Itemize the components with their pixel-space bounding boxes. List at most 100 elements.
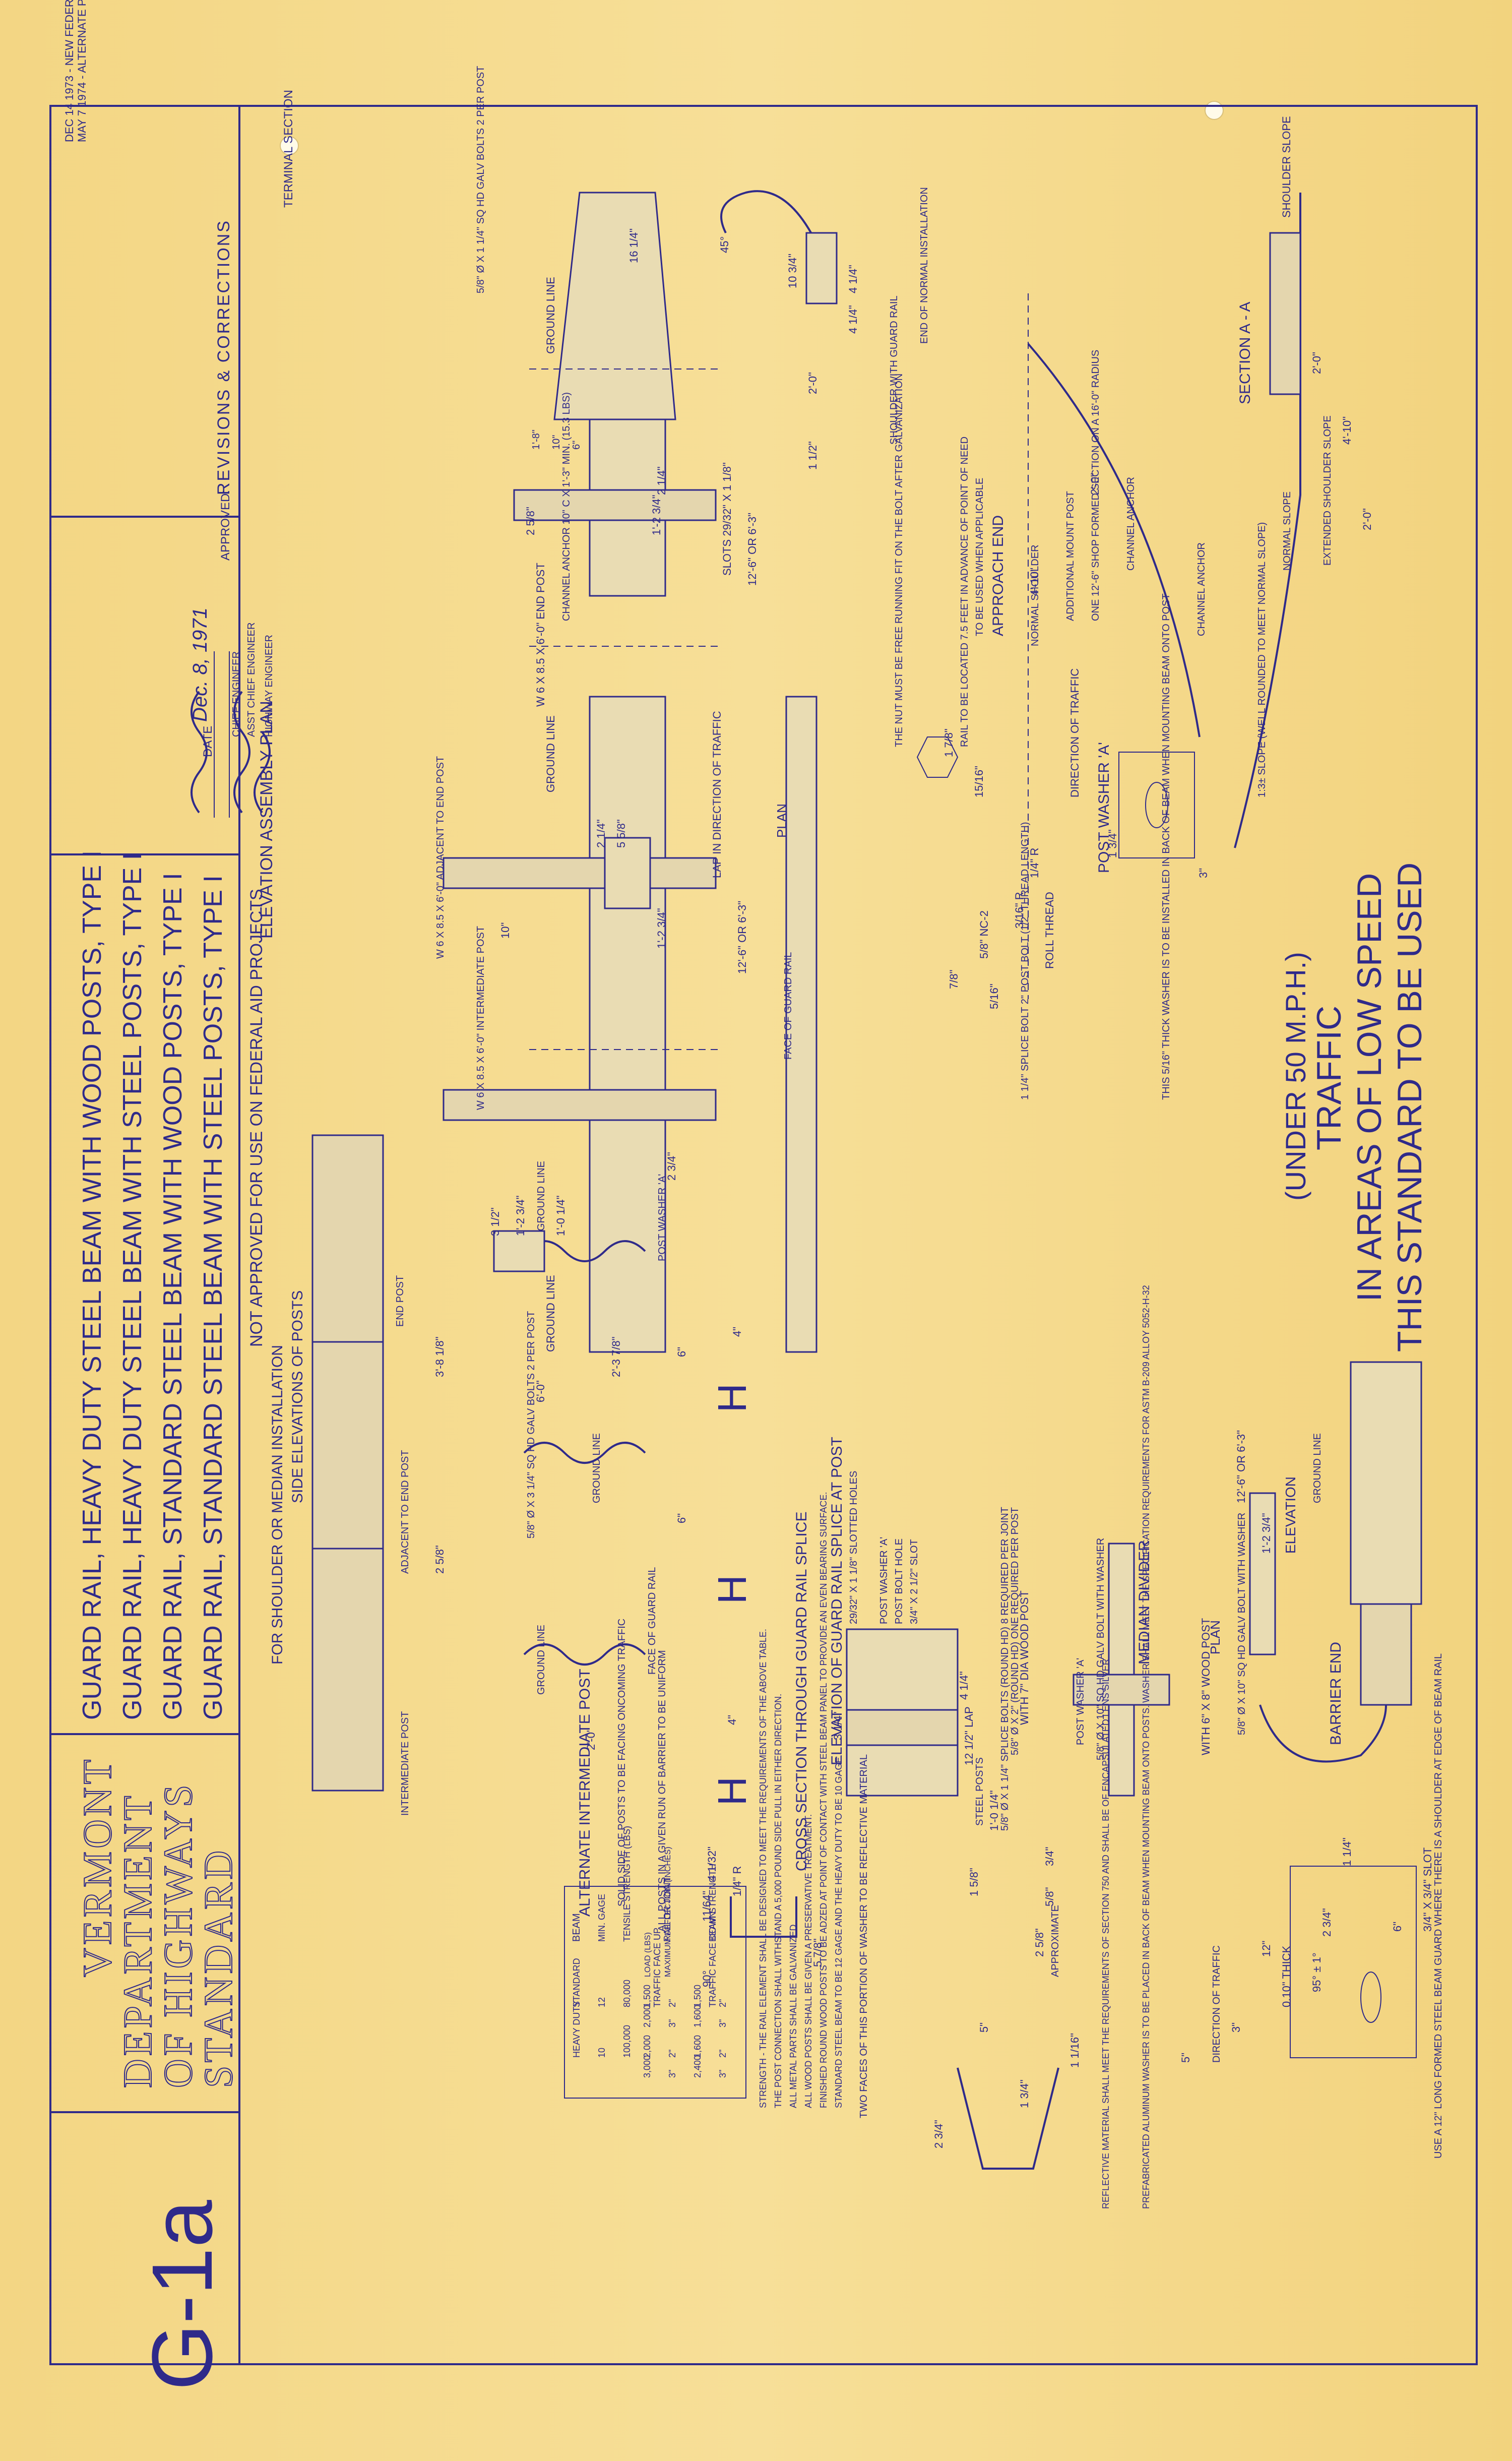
splice-steel-posts: STEEL POSTS [974, 1757, 985, 1826]
strength-table [564, 1886, 746, 2099]
barrier-dim-12-6: 12'-6" OR 6'-3" [1235, 1430, 1247, 1503]
normal-slope: NORMAL SLOPE [1282, 491, 1293, 571]
barrier-flare [1360, 1603, 1412, 1706]
face-guard-rail: FACE OF GUARD RAIL [783, 952, 794, 1060]
r0-tensile: 80,000 [622, 1980, 632, 2007]
barrier-plate [1290, 1866, 1417, 2058]
side-face: FACE OF GUARD RAIL [647, 1567, 658, 1675]
terminal-ground-line: GROUND LINE [544, 277, 557, 354]
int-post [443, 1089, 717, 1121]
w-beam-3 [523, 1643, 646, 1666]
barrier-dim-1-2-3-4: 1'-2 3/4" [1260, 1513, 1273, 1554]
extended-shoulder: EXTENDED SHOULDER SLOPE [1322, 415, 1333, 566]
dim-1-8: 1'-8" [531, 429, 542, 450]
splice-dim-4-1-4: 4 1/4" [958, 1671, 970, 1700]
approach-dim-2-0: 2'-0" [1089, 473, 1101, 495]
note-1: STRENGTH - THE RAIL ELEMENT SHALL BE DES… [758, 1629, 768, 2108]
asm-dim-2-3-4: 2 3/4" [665, 1152, 678, 1181]
end-post [513, 489, 717, 521]
section-dim-2-0: 2'-0" [1310, 352, 1323, 374]
shoulder-guard: SHOULDER WITH GUARD RAIL [889, 295, 900, 445]
approach-curve [1027, 343, 1201, 737]
th-tensile: TENSILE STRENGTH (LBS) [622, 1826, 632, 1942]
direction-of-traffic: DIRECTION OF TRAFFIC [1068, 668, 1081, 797]
sheet-number: G-1a [135, 2200, 230, 2390]
table-row: HEAVY DUTY 10 100,000 2,000 2" 1,600 2" [572, 2001, 728, 2058]
title-line-4: GUARD RAIL, HEAVY DUTY STEEL BEAM WITH W… [78, 850, 107, 1720]
splice-slotted: 29/32" X 1 1/8" SLOTTED HOLES [848, 1471, 859, 1624]
terminal-title: TERMINAL SECTION [282, 90, 295, 208]
label-h-1: H [710, 1383, 754, 1412]
washer-dim-3-16: 3/16" R [1013, 892, 1026, 929]
title-line-3: GUARD RAIL, HEAVY DUTY STEEL BEAM WITH S… [118, 853, 147, 1720]
vermont-line-2: DEPARTMENT [116, 1793, 160, 2088]
side-int-post [311, 1548, 384, 1792]
alt-dim-5-7-8: 5 7/8" [811, 1938, 824, 1967]
rotated-content: REVISIONS & CORRECTIONS DEC 14 1973 - NE… [63, 0, 1444, 2390]
r2-gage: 10 [597, 2048, 607, 2058]
barrier-plan-rail [1249, 1492, 1276, 1655]
r3-l2: 2,400 [692, 2055, 703, 2078]
punch-hole [1205, 101, 1224, 120]
side-end-post [311, 1134, 384, 1378]
dim-16-1-4: 16 1/4" [627, 228, 640, 263]
r1-l2: 1,600 [692, 2005, 703, 2027]
dim-2-1-4: 2 1/4" [655, 466, 668, 495]
r0-l2: 1,500 [692, 1985, 703, 2007]
side-dim-3-1-2: 3 1/2" [489, 1207, 501, 1236]
barrier-dir: DIRECTION OF TRAFFIC [1211, 1945, 1222, 2063]
end-post-label: W 6 X 8.5 X 6'-0" END POST [534, 563, 547, 707]
splice-bolts: 5/8" Ø X 1 1/4" SPLICE BOLTS (ROUND HD) … [999, 1507, 1011, 1831]
dim-10-3-4: 10 3/4" [786, 254, 799, 288]
th-rail: RAIL OR JOINT [662, 1877, 672, 1942]
alt-dim-4-1-32: 4 1/32" [706, 1847, 718, 1881]
section-post [1269, 232, 1301, 395]
dim-45: 45° [718, 236, 731, 253]
side-bolts: 5/8" Ø X 3 1/4" SQ HD GALV BOLTS 2 PER P… [526, 1311, 537, 1539]
side-end-post-label: END POST [395, 1275, 406, 1327]
approach-note-1: TO BE USED WHEN APPLICABLE [974, 478, 985, 636]
shoulder-slope: SHOULDER SLOPE [1280, 116, 1293, 218]
signature-3 [254, 731, 271, 814]
terminal-curve [720, 190, 817, 243]
washer-title: POST WASHER 'A' [1096, 742, 1112, 873]
splice-title: ELEVATION OF GUARD RAIL SPLICE AT POST [829, 1437, 845, 1765]
w-beam-2 [523, 1442, 646, 1464]
plan-rail [785, 696, 817, 1353]
punch-hole [280, 136, 299, 155]
not-approved-note: NOT APPROVED FOR USE ON FEDERAL AID PROJ… [247, 889, 266, 1347]
cross-section-title: CROSS SECTION THROUGH GUARD RAIL SPLICE [793, 1512, 810, 1871]
table-row: STANDARD 12 80,000 1,500 2" 1,500 2" [572, 1958, 728, 2007]
note-4: ALL WOOD POSTS SHALL BE GIVEN A PRESERVA… [803, 1814, 813, 2108]
splice-slot: 3/4" X 2 1/2" SLOT [909, 1539, 920, 1624]
splice-post-bolt: POST BOLT HOLE [894, 1539, 905, 1624]
dim-10: 10" [551, 435, 562, 450]
slots-note: SLOTS 29/32" X 1 1/8" [721, 462, 733, 576]
revisions-title: REVISIONS & CORRECTIONS [214, 219, 233, 495]
note-6: STANDARD STEEL BEAM TO BE 12 GAGE AND TH… [834, 1754, 844, 2108]
reflective-note: REFLECTIVE MATERIAL SHALL MEET THE REQUI… [1101, 1658, 1111, 2209]
barrier-dim-5: 5" [1179, 2053, 1192, 2063]
th-defl: MAXIMUM DEFLECTION (INCHES) [664, 1847, 672, 1977]
splice-dim-1-0-1-4: 1'-0 1/4" [988, 1790, 1000, 1831]
nc-note: 5/8" NC-2 [978, 910, 990, 959]
r2-l2: 1,600 [692, 2035, 703, 2058]
splice-dim-1-5-8: 1 5/8" [968, 1868, 980, 1896]
median-wood: WITH 7" DIA WOOD POST [1018, 1590, 1031, 1725]
side-ground-2: GROUND LINE [591, 1433, 602, 1503]
asm-post-washer: POST WASHER 'A' [657, 1174, 668, 1261]
terminal-bolts: 5/8" Ø X 1 1/4" SQ HD GALV BOLTS 2 PER P… [475, 66, 486, 293]
two-face-note: TWO FACES OF THIS PORTION OF WASHER TO B… [858, 1754, 869, 2118]
reflective-dim-5: 5" [978, 2022, 990, 2033]
side-int-post-label: INTERMEDIATE POST [400, 1711, 411, 1816]
side-dim-4b: 4" [726, 1715, 738, 1725]
barrier-elev-rail [1350, 1361, 1422, 1605]
asm-dim-10: 10" [499, 922, 512, 939]
r2-tensile: 100,000 [622, 2025, 632, 2058]
barrier-elevation: ELEVATION [1283, 1476, 1298, 1554]
note-2: THE POST CONNECTION SHALL WITHSTAND A 5,… [773, 1694, 783, 2108]
side-adj-post [311, 1341, 384, 1585]
nut-dim-15-16: 15/16" [973, 766, 985, 797]
splice-bolt2: 5/8" Ø X 2" (ROUND HD) ONE REQUIRED PER … [1010, 1507, 1021, 1755]
